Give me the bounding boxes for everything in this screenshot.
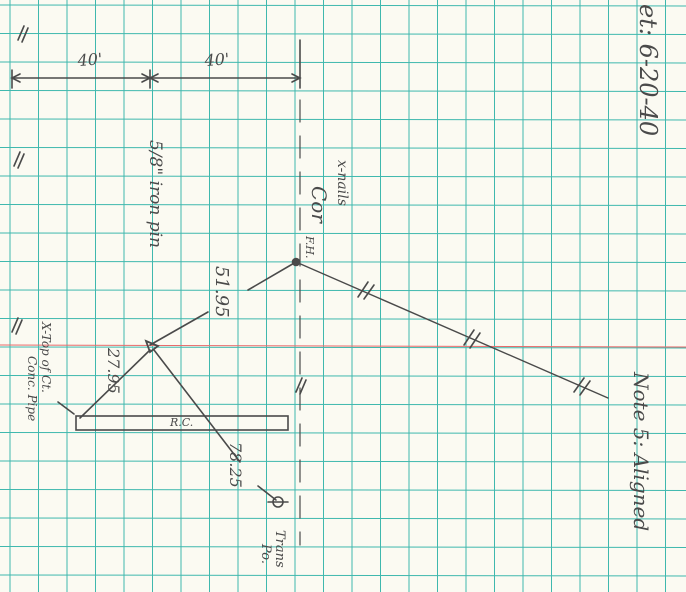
date-label: et: 6-20-40 xyxy=(634,4,662,136)
grid-line-horizontal xyxy=(0,460,686,463)
margin-tick xyxy=(11,317,19,333)
iron-pin-label: 5/8" iron pin xyxy=(145,140,165,248)
line-51-95 xyxy=(149,311,209,346)
margin-tick xyxy=(295,377,303,393)
rc-label: R.C. xyxy=(169,416,193,429)
distance-78-25-label: 78.25 xyxy=(226,442,245,488)
pipe-type-label: Conc. Pipe xyxy=(25,356,39,421)
grid-line-horizontal xyxy=(0,318,686,320)
hash-mark-3 xyxy=(463,329,475,346)
margin-tick xyxy=(21,27,29,43)
grid-line-horizontal xyxy=(0,175,686,178)
line-27-95 xyxy=(79,349,151,419)
hash-mark-6 xyxy=(579,380,591,396)
pipe-leader-line xyxy=(57,401,75,415)
trans-label: Trans xyxy=(272,530,287,568)
grid-line-horizontal xyxy=(0,147,686,149)
grid-line-horizontal xyxy=(0,90,686,92)
grid-line-horizontal xyxy=(0,403,686,406)
margin-tick xyxy=(17,25,25,41)
grid-line-horizontal xyxy=(0,204,686,206)
margin-tick xyxy=(17,153,25,169)
grid-line-horizontal xyxy=(0,375,686,377)
grid-line-horizontal xyxy=(0,346,686,349)
note-label: Note 5: Aligned xyxy=(629,371,653,531)
grid-line-horizontal xyxy=(0,489,686,491)
grid-line-horizontal xyxy=(0,33,686,35)
grid-line-horizontal xyxy=(0,289,686,292)
margin-tick xyxy=(15,319,23,335)
grid-line-horizontal xyxy=(0,232,686,235)
hash-mark-4 xyxy=(469,332,481,349)
pipe-top-label: X-Top of Ct. xyxy=(39,321,53,393)
dimension-left-label: 40' xyxy=(76,49,103,70)
dimension-right-label: 40' xyxy=(203,49,230,70)
cor-fh-label: F.H. xyxy=(303,235,316,259)
margin-tick xyxy=(299,379,307,395)
corner-leg-line xyxy=(247,261,297,291)
grid-line-horizontal xyxy=(0,432,686,434)
trans-pole-leader xyxy=(257,485,277,501)
hash-mark-1 xyxy=(357,281,369,298)
grid-line-horizontal xyxy=(0,546,686,548)
pole-label: Po. xyxy=(258,543,273,564)
red-reference-line xyxy=(0,344,686,348)
grid-line-horizontal xyxy=(0,61,686,64)
line-78-25 xyxy=(153,349,241,463)
hash-mark-2 xyxy=(363,284,375,300)
long-diagonal-line xyxy=(295,261,609,399)
grid-line-horizontal xyxy=(0,118,686,121)
distance-51-95-label: 51.95 xyxy=(211,266,232,318)
grid-line-horizontal xyxy=(0,517,686,520)
arrow-mid-right xyxy=(148,73,159,83)
margin-tick xyxy=(13,151,21,167)
hash-mark-5 xyxy=(573,377,585,393)
concrete-pipe-rectangle xyxy=(75,415,289,431)
iron-pin-triangle xyxy=(144,339,160,354)
cor-label: Cor xyxy=(307,186,331,224)
grid-line-horizontal xyxy=(0,4,686,7)
x-nails-label: x-nails xyxy=(334,160,350,206)
grid-line-horizontal xyxy=(0,261,686,263)
distance-27-95-label: 27.95 xyxy=(104,347,123,394)
arrow-left-end xyxy=(10,73,21,83)
arrow-right-end xyxy=(291,73,302,83)
grid-line-horizontal xyxy=(0,574,686,577)
